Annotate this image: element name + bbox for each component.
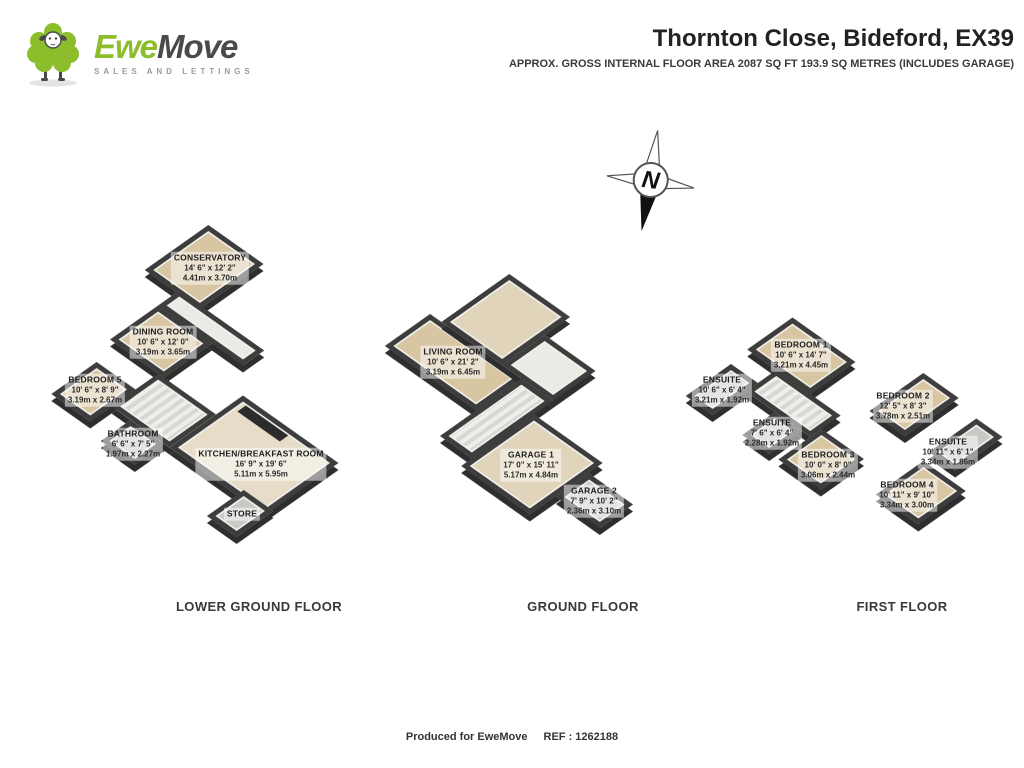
room-label-bedroom2: BEDROOM 2 12' 5" x 8' 3" 3.78m x 2.51m <box>872 389 934 423</box>
caption-first-floor: FIRST FLOOR <box>856 599 948 614</box>
room-dim-metric: 2.36m x 3.10m <box>566 506 622 516</box>
room-dim-imperial: 10' 11" x 6' 1" <box>922 447 974 457</box>
brand-wordmark: EweMove SALES AND LETTINGS <box>94 30 254 76</box>
ewemove-logo: EweMove SALES AND LETTINGS <box>22 18 254 88</box>
room-name: ENSUITE <box>928 436 968 447</box>
room-name: GARAGE 1 <box>508 449 554 460</box>
room-dim-metric: 1.97m x 2.27m <box>105 449 161 459</box>
room-dim-imperial: 10' 6" x 14' 7" <box>775 350 827 360</box>
room-dim-imperial: 10' 6" x 8' 9" <box>71 385 119 395</box>
room-label-ensuite-2: ENSUITE 7' 6" x 6' 4" 2.28m x 1.92m <box>741 416 803 450</box>
room-name: STORE <box>226 508 258 519</box>
compass-north-label: N <box>640 166 662 195</box>
room-name: BATHROOM <box>107 428 159 439</box>
room-label-living-room: LIVING ROOM 10' 6" x 21' 2" 3.19m x 6.45… <box>420 345 486 379</box>
room-name: DINING ROOM <box>132 326 194 337</box>
room-dim-metric: 3.78m x 2.51m <box>875 411 931 421</box>
caption-lower-ground-floor: LOWER GROUND FLOOR <box>175 599 343 614</box>
room-name: BEDROOM 3 <box>801 449 855 460</box>
room-dim-imperial: 6' 6" x 7' 5" <box>111 439 155 449</box>
room-name: LIVING ROOM <box>423 346 483 357</box>
room-label-ensuite-3: ENSUITE 10' 11" x 6' 1" 3.34m x 1.86m <box>917 435 979 469</box>
footer: Produced for EweMove REF : 1262188 <box>0 731 1024 743</box>
room-name: BEDROOM 4 <box>880 479 934 490</box>
room-name: CONSERVATORY <box>173 252 247 263</box>
room-name: GARAGE 2 <box>570 485 617 496</box>
room-label-kitchen-breakfast-room: KITCHEN/BREAKFAST ROOM 16' 9" x 19' 6" 5… <box>195 447 327 481</box>
room-dim-metric: 3.21m x 1.92m <box>694 395 750 405</box>
room-dim-metric: 4.41m x 3.70m <box>182 273 238 283</box>
header-title-block: Thornton Close, Bideford, EX39 APPROX. G… <box>454 25 1014 71</box>
room-dim-imperial: 16' 9" x 19' 6" <box>235 459 287 469</box>
room-dim-metric: 2.28m x 1.92m <box>744 438 800 448</box>
room-label-ensuite-1: ENSUITE 10' 6" x 6' 4" 3.21m x 1.92m <box>691 373 753 407</box>
footer-ref-text: REF : 1262188 <box>543 731 619 743</box>
first-floor-plan <box>640 227 1020 607</box>
brand-move-text: Move <box>157 28 238 65</box>
room-dim-metric: 3.19m x 2.67m <box>67 395 123 405</box>
room-dim-metric: 3.21m x 4.45m <box>773 360 829 370</box>
room-dim-metric: 3.34m x 1.86m <box>920 457 976 467</box>
room-label-garage1: GARAGE 1 17' 0" x 15' 11" 5.17m x 4.84m <box>500 448 562 482</box>
room-dim-imperial: 10' 6" x 12' 0" <box>137 337 189 347</box>
room-name: BEDROOM 1 <box>774 339 828 350</box>
room-dim-imperial: 12' 5" x 8' 3" <box>879 401 927 411</box>
floor-area-subtitle: APPROX. GROSS INTERNAL FLOOR AREA 2087 S… <box>508 58 1014 71</box>
room-label-dining-room: DINING ROOM 10' 6" x 12' 0" 3.19m x 3.65… <box>129 325 197 359</box>
room-label-bedroom5: BEDROOM 5 10' 6" x 8' 9" 3.19m x 2.67m <box>64 373 126 407</box>
room-dim-metric: 3.34m x 3.00m <box>879 500 935 510</box>
sheep-logo-icon <box>27 23 79 87</box>
room-dim-imperial: 7' 6" x 6' 4" <box>750 428 794 438</box>
room-dim-imperial: 14' 6" x 12' 2" <box>184 263 236 273</box>
room-dim-imperial: 10' 6" x 21' 2" <box>427 357 479 367</box>
room-name: BEDROOM 2 <box>876 390 930 401</box>
room-dim-imperial: 10' 0" x 8' 0" <box>804 460 852 470</box>
room-name: BEDROOM 5 <box>68 374 122 385</box>
room-label-bedroom4: BEDROOM 4 10' 11" x 9' 10" 3.34m x 3.00m <box>876 478 938 512</box>
room-name: ENSUITE <box>752 417 792 428</box>
page-title: Thornton Close, Bideford, EX39 <box>652 25 1014 52</box>
room-label-bedroom3: BEDROOM 3 10' 0" x 8' 0" 3.06m x 2.44m <box>797 448 859 482</box>
room-dim-metric: 3.06m x 2.44m <box>800 470 856 480</box>
room-label-conservatory: CONSERVATORY 14' 6" x 12' 2" 4.41m x 3.7… <box>170 251 250 285</box>
room-name: KITCHEN/BREAKFAST ROOM <box>198 448 324 459</box>
compass-rose: N <box>606 130 695 232</box>
room-dim-imperial: 17' 0" x 15' 11" <box>503 460 559 470</box>
room-label-store: STORE <box>223 507 261 521</box>
room-dim-imperial: 7' 9" x 10' 2" <box>570 496 618 506</box>
room-dim-metric: 5.17m x 4.84m <box>503 470 559 480</box>
room-dim-imperial: 10' 11" x 9' 10" <box>879 490 935 500</box>
room-dim-metric: 3.19m x 3.65m <box>135 347 191 357</box>
room-dim-metric: 5.11m x 5.95m <box>234 469 288 479</box>
brand-ewe-text: Ewe <box>94 28 158 65</box>
room-dim-imperial: 10' 6" x 6' 4" <box>698 385 746 395</box>
room-label-garage2: GARAGE 2 7' 9" x 10' 2" 2.36m x 3.10m <box>563 484 625 518</box>
room-label-bedroom1: BEDROOM 1 10' 6" x 14' 7" 3.21m x 4.45m <box>770 338 832 372</box>
room-label-bathroom: BATHROOM 6' 6" x 7' 5" 1.97m x 2.27m <box>102 427 164 461</box>
brand-tagline: SALES AND LETTINGS <box>94 67 254 76</box>
room-dim-metric: 3.19m x 6.45m <box>425 367 481 377</box>
caption-ground-floor: GROUND FLOOR <box>527 599 639 614</box>
footer-produced-text: Produced for EweMove <box>405 731 528 743</box>
room-name: ENSUITE <box>702 374 742 385</box>
